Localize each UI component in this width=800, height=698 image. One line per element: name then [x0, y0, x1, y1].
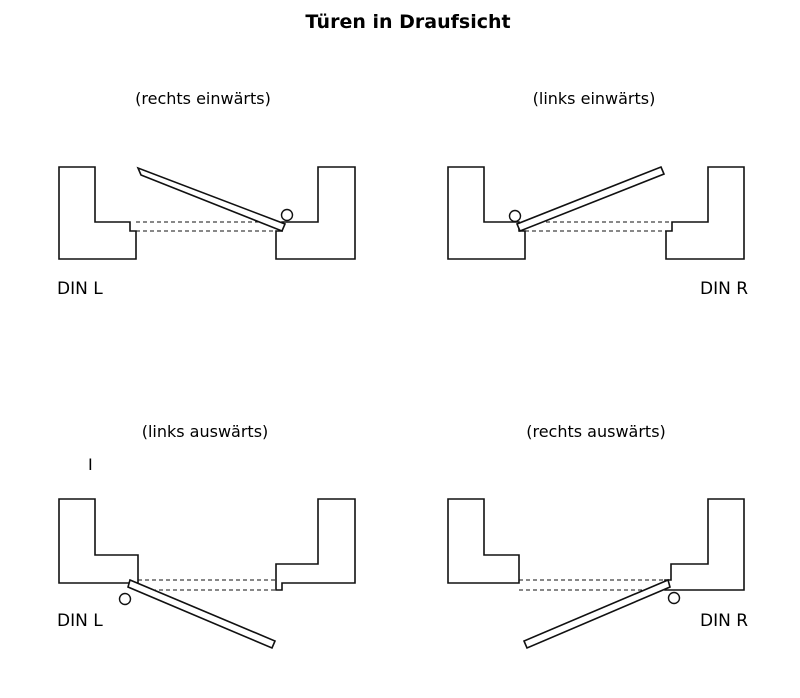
- diagram-title: Türen in Draufsicht: [305, 11, 510, 33]
- panel-links-auswaerts: (links auswärts) DIN L: [57, 422, 356, 650]
- din-label: DIN L: [57, 611, 103, 631]
- hinge-icon: [280, 208, 294, 222]
- left-wall: [58, 166, 137, 260]
- hinge-icon: [508, 209, 522, 223]
- door-leaf: [127, 578, 277, 650]
- stray-mark: I: [88, 455, 93, 474]
- right-wall: [275, 166, 356, 260]
- panel-links-einwaerts: (links einwärts) DIN R: [447, 89, 748, 299]
- din-label: DIN L: [57, 279, 103, 299]
- right-wall: [275, 498, 356, 591]
- panel-caption: (links einwärts): [533, 89, 656, 108]
- panel-caption: (rechts einwärts): [135, 89, 271, 108]
- panel-caption: (rechts auswärts): [526, 422, 666, 441]
- right-wall: [664, 498, 745, 591]
- din-label: DIN R: [700, 279, 748, 299]
- panel-caption: (links auswärts): [142, 422, 269, 441]
- din-label: DIN R: [700, 611, 748, 631]
- door-leaf: [522, 578, 671, 650]
- left-wall: [58, 498, 139, 584]
- panel-rechts-einwaerts: (rechts einwärts) DIN L: [57, 89, 356, 299]
- hinge-icon: [667, 591, 681, 605]
- door-leaf: [136, 166, 287, 233]
- door-leaf: [515, 165, 666, 233]
- left-wall: [447, 166, 526, 260]
- panel-rechts-auswaerts: (rechts auswärts) DIN R: [447, 422, 748, 650]
- left-wall: [447, 498, 520, 584]
- hinge-icon: [118, 592, 132, 606]
- right-wall: [665, 166, 745, 260]
